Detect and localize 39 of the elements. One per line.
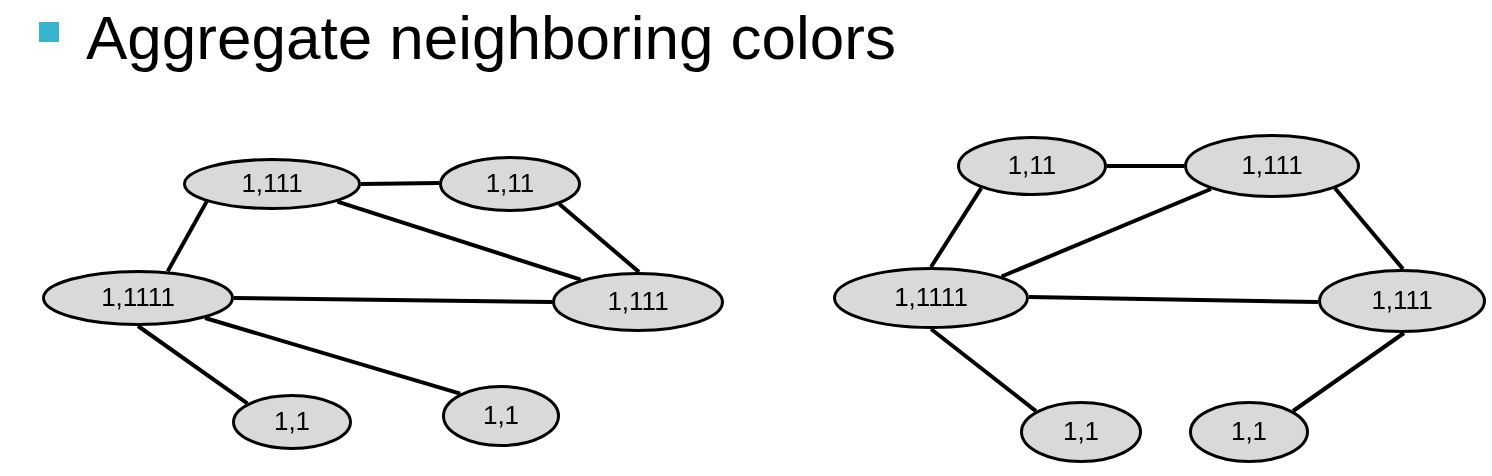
- graph-node-ellipse: [833, 267, 1029, 329]
- edge-line: [336, 199, 582, 282]
- edge-line: [929, 327, 1038, 413]
- graph-node-ellipse: [442, 385, 560, 447]
- node-label: 1,111: [241, 169, 303, 199]
- edge-line: [360, 181, 440, 186]
- graph-node-ellipse: [552, 272, 724, 332]
- edge-line: [1000, 187, 1212, 279]
- graph-node-ellipse: [957, 136, 1107, 196]
- node-label: 1,11: [1007, 151, 1057, 181]
- edge-line: [204, 316, 461, 396]
- edge-line: [929, 187, 983, 269]
- graph-node-ellipse: [42, 270, 234, 326]
- slide-title: Aggregate neighboring colors: [86, 2, 896, 74]
- graph-node-ellipse: [183, 158, 361, 210]
- node-label: 1,111: [607, 287, 669, 317]
- node-label: 1,1111: [101, 283, 175, 313]
- edge-line: [136, 324, 249, 405]
- edge-line: [1107, 164, 1184, 168]
- edge-line: [1028, 295, 1319, 304]
- graph-node-ellipse: [1184, 134, 1360, 198]
- graph-node-ellipse: [1318, 269, 1486, 333]
- edge-line: [233, 296, 553, 304]
- graph-node-ellipse: [439, 156, 581, 212]
- node-label: 1,111: [1241, 151, 1303, 181]
- node-label: 1,111: [1371, 286, 1433, 316]
- graph-node-ellipse: [1189, 401, 1309, 463]
- edge-line: [1291, 331, 1406, 413]
- edge-line: [558, 202, 641, 274]
- graph-node-ellipse: [232, 394, 352, 450]
- node-label: 1,1: [1230, 417, 1268, 447]
- node-label: 1,1: [273, 407, 311, 437]
- edge-line: [165, 200, 209, 273]
- node-label: 1,1111: [894, 283, 968, 313]
- edge-line: [1333, 187, 1405, 271]
- graph-node-ellipse: [1020, 401, 1142, 463]
- node-label: 1,1: [482, 401, 520, 431]
- node-label: 1,1: [1062, 417, 1100, 447]
- node-label: 1,11: [485, 169, 535, 199]
